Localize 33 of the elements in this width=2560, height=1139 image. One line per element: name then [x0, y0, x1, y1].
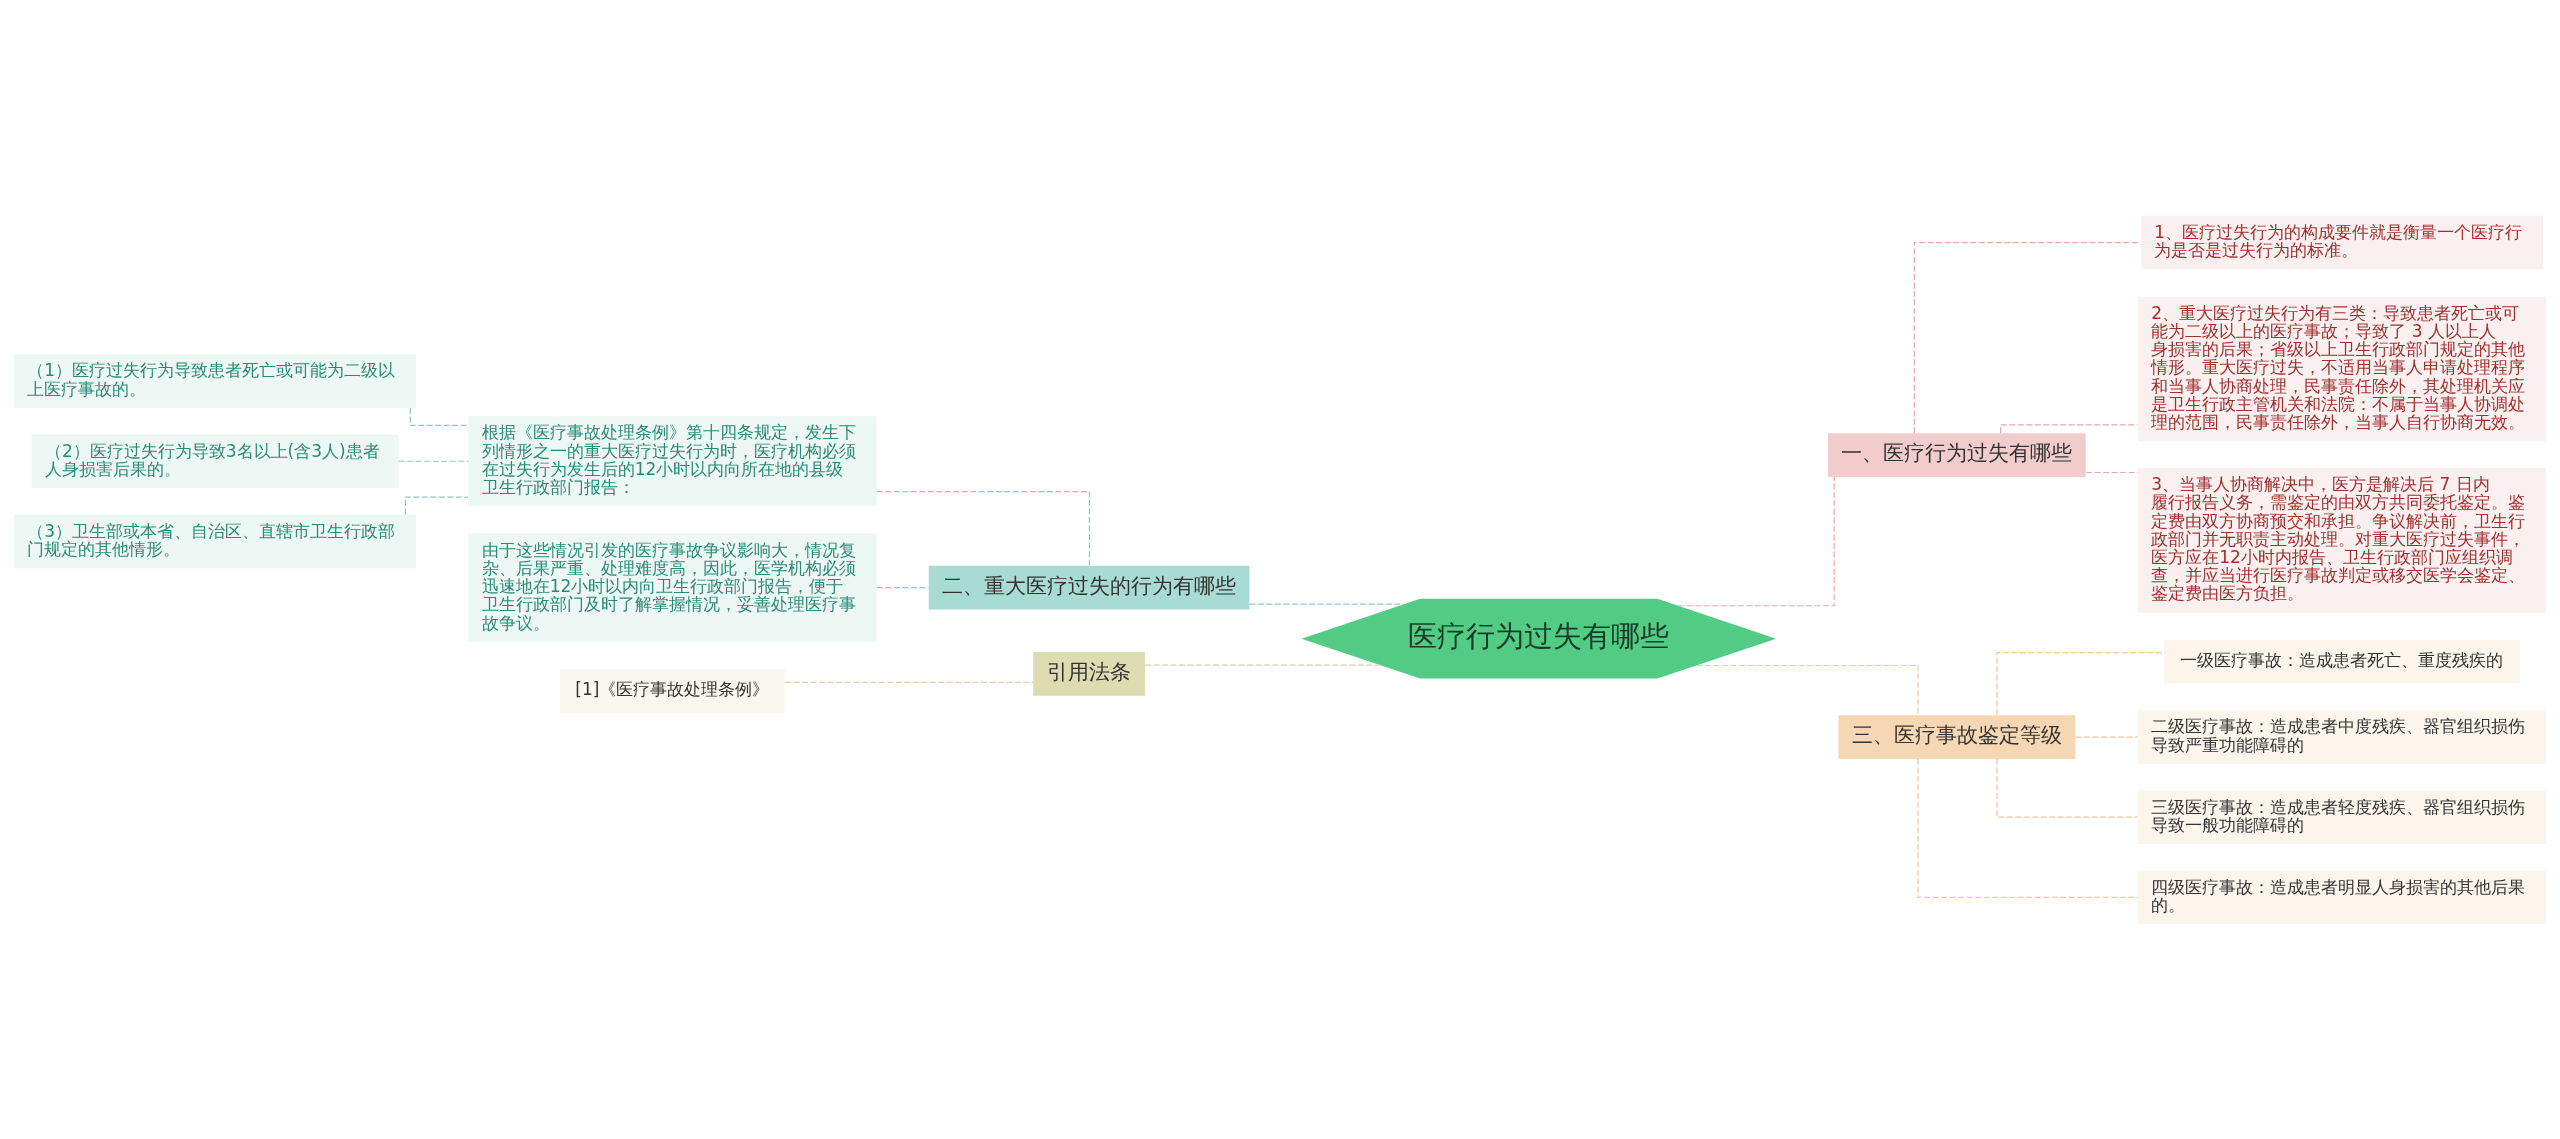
- connector: [1996, 651, 2165, 715]
- node-box: 3、当事人协商解决中，医方是解决后 7 日内履行报告义务，需鉴定的由双方共同委托鉴定。鉴定费由双方协商预交和承担。争议解决前，卫生行政部门并无职责主动处理。对重大医疗过失事件，医方应在12小时内报告、卫生行政部门应组织调查，并应当进行医疗事故判定或移交医学会鉴定、鉴定费由医方负担。: [2137, 467, 2547, 612]
- node-box: 1、医疗过失行为的构成要件就是衡量一个医疗行为是否是过失行为的标准。: [2140, 215, 2544, 269]
- connector: [784, 681, 1034, 683]
- node-box: 2、重大医疗过失行为有三类：导致患者死亡或可能为二级以上的医疗事故；导致了 3 人以上人身损害的后果；省级以上卫生行政部门规定的其他情形。重大医疗过失，不适用当事人申请处理程序和当事人协商处理，民事责任除外，其处理机关应是卫生行政主管机关和法院：不属于当事人协调处理的范围，民事责任除外，当事人自行协商无效。: [2137, 296, 2547, 441]
- node-box: 二、重大医疗过失的行为有哪些: [928, 565, 1250, 609]
- connector: [1913, 241, 2142, 434]
- node-box: （1）医疗过失行为导致患者死亡或可能为二级以上医疗事故的。: [13, 353, 417, 408]
- node-box: 一、医疗行为过失有哪些: [1828, 432, 2086, 477]
- node-box: 二级医疗事故：造成患者中度残疾、器官组织损伤导致严重功能障碍的: [2137, 709, 2547, 764]
- connector: [2000, 423, 2139, 434]
- connector: [876, 586, 929, 588]
- connector: [876, 490, 1091, 566]
- connector: [398, 460, 469, 462]
- node-box: 由于这些情况引发的医疗事故争议影响大，情况复杂、后果严重、处理难度高，因此，医学机构必须迅速地在12小时以内向卫生行政部门报告，便于卫生行政部门及时了解掌握情况，妥善处理医疗事故争议。: [468, 533, 877, 642]
- node-box: 四级医疗事故：造成患者明显人身损害的其他后果的。: [2137, 870, 2547, 924]
- connector: [1695, 664, 1919, 715]
- connector: [1996, 757, 2139, 818]
- connector: [1248, 603, 1405, 605]
- node-box: （2）医疗过失行为导致3名以上(含3人)患者人身损害后果的。: [31, 434, 399, 488]
- node-box: 三、医疗事故鉴定等级: [1838, 714, 2076, 759]
- connector: [1917, 757, 2139, 898]
- node-box: （3）卫生部或本省、自治区、直辖市卫生行政部门规定的其他情形。: [13, 514, 417, 568]
- connector: [1144, 664, 1381, 666]
- connector: [1677, 476, 1835, 606]
- node-box: 三级医疗事故：造成患者轻度残疾、器官组织损伤导致一般功能障碍的: [2137, 790, 2547, 844]
- node-box: [1]《医疗事故处理条例》: [560, 668, 785, 713]
- connector: [409, 406, 469, 426]
- connector: [404, 496, 469, 515]
- node-box: 根据《医疗事故处理条例》第十四条规定，发生下列情形之一的重大医疗过失行为时，医疗机构必须在过失行为发生后的12小时以内向所在地的县级卫生行政部门报告：: [468, 415, 877, 506]
- connector: [2085, 471, 2139, 473]
- connector: [2074, 735, 2139, 738]
- node-box: 引用法条: [1033, 651, 1145, 696]
